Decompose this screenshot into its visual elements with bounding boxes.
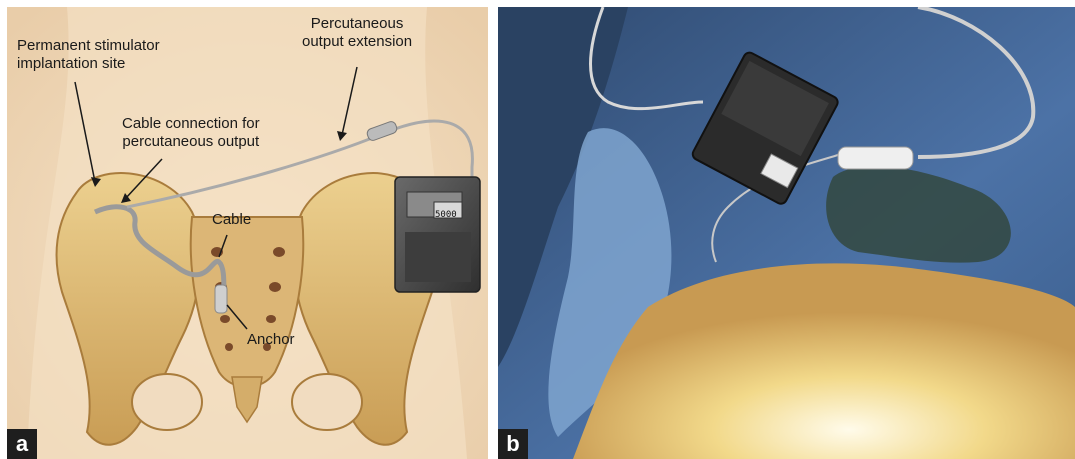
right-obturator [292, 374, 362, 430]
label-cable: Cable [212, 211, 251, 229]
label-connection: Cable connection for percutaneous output [122, 115, 260, 151]
surgical-photo [498, 7, 1075, 459]
label-implant-site: Permanent stimulator implantation site [17, 37, 160, 73]
panel-letter-a: a [7, 429, 37, 459]
panel-b-photo: b [498, 7, 1075, 459]
external-stimulator-device [395, 177, 480, 292]
panel-letter-b: b [498, 429, 528, 459]
label-anchor: Anchor [247, 331, 295, 349]
panel-a-illustration: Permanent stimulator implantation site P… [7, 7, 488, 459]
pelvis-illustration [7, 7, 488, 459]
extension-connector-photo [838, 147, 913, 169]
left-obturator [132, 374, 202, 430]
device-display: 5000 [435, 210, 457, 220]
label-extension: Percutaneous output extension [302, 15, 412, 51]
anchor-piece [215, 285, 227, 313]
